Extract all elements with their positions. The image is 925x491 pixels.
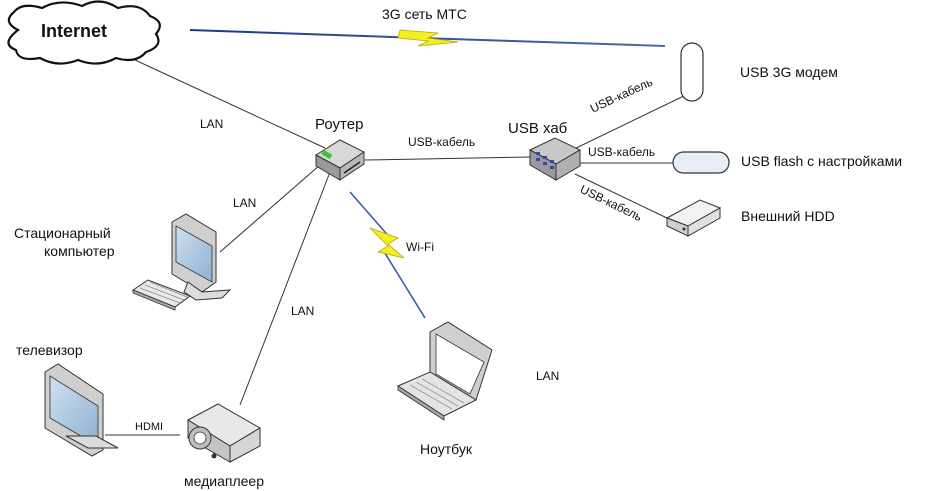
line-internet-router	[134, 59, 326, 149]
laptop-icon	[396, 321, 493, 421]
usb-router-hub-label: USB-кабель	[408, 135, 476, 149]
laptop-label: Ноутбук	[420, 441, 472, 457]
usb-hub-label: USB хаб	[508, 120, 568, 137]
line-router-hub	[364, 156, 533, 161]
lan-laptop-label: LAN	[536, 369, 560, 383]
usb-hub-flash-label: USB-кабель	[588, 145, 656, 159]
router-label: Роутер	[315, 116, 364, 133]
router-icon	[315, 139, 365, 181]
cloud-icon	[7, 0, 161, 65]
pc-icon	[131, 213, 232, 311]
usb-modem-label: USB 3G модем	[740, 64, 838, 80]
wifi-label: Wi-Fi	[406, 240, 434, 254]
mts-3g-link	[189, 29, 666, 47]
pc-label-line1: Стационарный	[14, 225, 111, 241]
tv-icon	[44, 363, 119, 457]
pc-label-line2: компьютер	[44, 243, 115, 259]
lan-pc-label: LAN	[233, 196, 257, 210]
wifi-link	[349, 191, 426, 319]
mediaplayer-label: медиаплеер	[184, 473, 264, 489]
usb-flash-label: USB flash с настройками	[741, 153, 903, 169]
mediaplayer-icon	[186, 403, 261, 463]
lan-mediaplayer-label: LAN	[291, 304, 315, 318]
internet-label: Internet	[41, 21, 108, 41]
line-hub-modem	[571, 92, 691, 151]
line-router-mediaplayer	[239, 171, 331, 406]
hdd-label: Внешний HDD	[741, 208, 835, 224]
usb-flash-icon	[672, 151, 730, 174]
usb-modem-icon	[680, 42, 704, 102]
line-hub-hdd	[574, 173, 668, 219]
lan-internet-label: LAN	[200, 117, 224, 131]
mts-link-label: 3G сеть МТС	[382, 6, 467, 22]
tv-label: телевизор	[16, 342, 83, 358]
usb-hub-icon	[528, 137, 582, 181]
line-router-pc	[219, 164, 321, 253]
connection-lines	[105, 59, 691, 436]
hdd-icon	[665, 199, 722, 237]
hdmi-label: HDMI	[135, 421, 164, 433]
